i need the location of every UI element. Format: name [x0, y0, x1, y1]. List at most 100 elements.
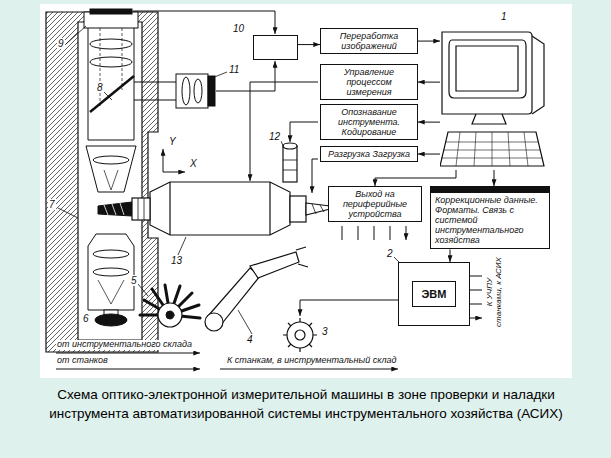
leader-line	[58, 208, 78, 218]
callout-number: 4	[246, 334, 254, 345]
callout-number: 11	[228, 64, 240, 75]
connector-arrow	[418, 82, 440, 83]
leader-line	[281, 141, 284, 148]
signal-line	[56, 369, 200, 370]
optical-column	[95, 314, 127, 326]
optical-column	[194, 79, 202, 103]
tool-magazine	[140, 285, 200, 318]
optical-column	[104, 170, 118, 190]
loading-robot	[250, 252, 299, 278]
computer-terminal: 1	[440, 28, 548, 170]
measured-tool	[98, 202, 132, 216]
flow-label: от станков	[56, 356, 109, 366]
box-text: ЭВМ	[412, 281, 457, 307]
loading-robot	[205, 313, 223, 331]
callout-number: 10	[232, 23, 245, 34]
optical-column	[90, 9, 132, 14]
leader-line	[238, 310, 252, 334]
signal-line	[312, 159, 318, 193]
computer-drawing	[472, 114, 506, 124]
process-box: Разгрузка Загрузка	[320, 146, 418, 162]
signal-line	[250, 82, 318, 181]
signal-line	[220, 369, 398, 370]
spindle-unit	[138, 198, 144, 220]
signal-line	[216, 61, 275, 91]
callout-number: 8	[96, 82, 104, 93]
computer-drawing	[456, 46, 518, 91]
optical-column	[88, 28, 134, 140]
process-box: Опознавание инструмента. Кодирование	[320, 104, 418, 140]
computer-box: ЭВМ	[398, 262, 470, 326]
leader-line	[104, 92, 112, 100]
optical-column	[182, 77, 190, 105]
signal-line	[133, 11, 275, 34]
optical-column	[88, 234, 134, 310]
spindle-unit	[283, 143, 297, 149]
callout-number: Y	[168, 136, 177, 147]
flow-label: К УЧПУ станками, к АСИХ	[486, 256, 504, 328]
tool-magazine	[166, 311, 174, 319]
flow-label: от инструментального склада	[56, 340, 193, 350]
signal-line	[56, 11, 482, 369]
spindle-unit	[132, 143, 338, 235]
spindle-unit	[290, 196, 306, 222]
measured-tool	[98, 202, 132, 216]
spindle-unit	[283, 146, 297, 182]
optical-column	[86, 146, 136, 192]
figure-caption: Схема оптико-электронной измерительной м…	[40, 386, 572, 424]
computer-drawing	[440, 132, 544, 166]
drawing-panel	[40, 4, 572, 378]
box-text: Выход на периферийные устройства	[332, 189, 418, 219]
callout-number: 3	[321, 326, 329, 337]
signal-line	[470, 276, 482, 318]
callout-number: 2	[386, 248, 394, 259]
computer-drawing	[532, 36, 544, 114]
connector-arrow	[418, 154, 440, 155]
machine-housing	[46, 12, 158, 352]
optical-column	[93, 268, 129, 276]
tool-magazine	[140, 285, 200, 327]
connector-arrow	[375, 170, 456, 186]
optical-column	[90, 57, 132, 67]
tool-store-device	[295, 330, 305, 340]
connector-arrow	[298, 44, 320, 45]
box-text: Разгрузка Загрузка	[324, 149, 414, 159]
leader-line	[66, 26, 86, 44]
optical-column	[84, 9, 215, 326]
computer-drawing	[442, 32, 532, 114]
flow-label: К станкам, в инструментальный склад	[226, 356, 397, 366]
output-box: Выход на периферийные устройства	[328, 186, 422, 222]
optical-column	[90, 76, 134, 112]
optical-column	[93, 156, 129, 164]
callout-number: 9	[57, 38, 65, 49]
signal-line	[290, 122, 318, 142]
leader-line	[212, 72, 227, 78]
optical-column	[88, 140, 134, 141]
callout-number: 6	[82, 313, 90, 324]
measured-tool	[104, 203, 124, 215]
tool-store-device	[283, 318, 317, 352]
process-box: Управление процессом измерения	[320, 64, 418, 100]
connector-arrow	[494, 170, 495, 186]
coordinate-axes	[163, 172, 185, 173]
signal-line	[56, 353, 200, 354]
spindle-unit	[132, 198, 150, 220]
tool-magazine	[158, 303, 182, 327]
box-text: Управление процессом измерения	[324, 67, 414, 97]
leader-line	[178, 237, 186, 255]
computer-drawing	[449, 40, 526, 98]
box-text: Коррекционные данные. Форматы. Связь с с…	[435, 195, 545, 245]
connector-arrow	[418, 41, 440, 42]
callout-number: 13	[170, 255, 183, 266]
callout-number: X	[189, 158, 198, 169]
leader-line	[138, 284, 148, 296]
loading-robot	[205, 247, 308, 331]
callout-number: 5	[130, 275, 138, 286]
optical-column	[90, 39, 132, 49]
coordinate-axes	[163, 149, 164, 172]
connector-arrow	[418, 122, 440, 123]
spindle-unit	[283, 160, 297, 170]
optical-column	[98, 280, 124, 304]
optical-column	[93, 250, 129, 258]
